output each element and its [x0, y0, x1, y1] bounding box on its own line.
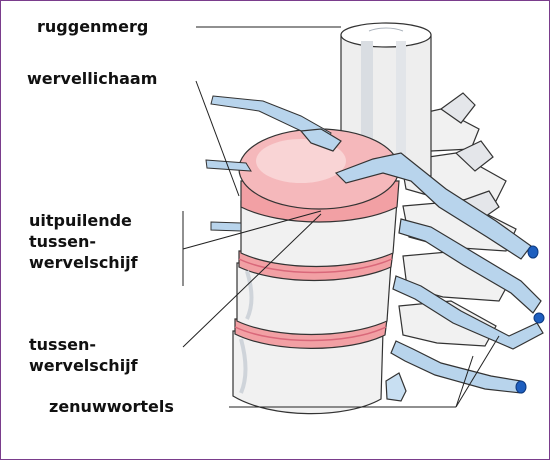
label-spinal-cord: ruggenmerg [37, 16, 148, 37]
label-nerve-roots: zenuwwortels [49, 396, 174, 417]
label-bulging-disc-line2: tussen- [29, 231, 96, 252]
label-disc-line1: tussen- [29, 334, 96, 355]
label-bulging-disc-line3: wervelschijf [29, 252, 138, 273]
label-vertebral-body: wervellichaam [27, 68, 157, 89]
nerve-root-tips [516, 246, 544, 393]
label-disc-line2: wervelschijf [29, 355, 138, 376]
label-bulging-disc-line1: uitpuilende [29, 210, 132, 231]
